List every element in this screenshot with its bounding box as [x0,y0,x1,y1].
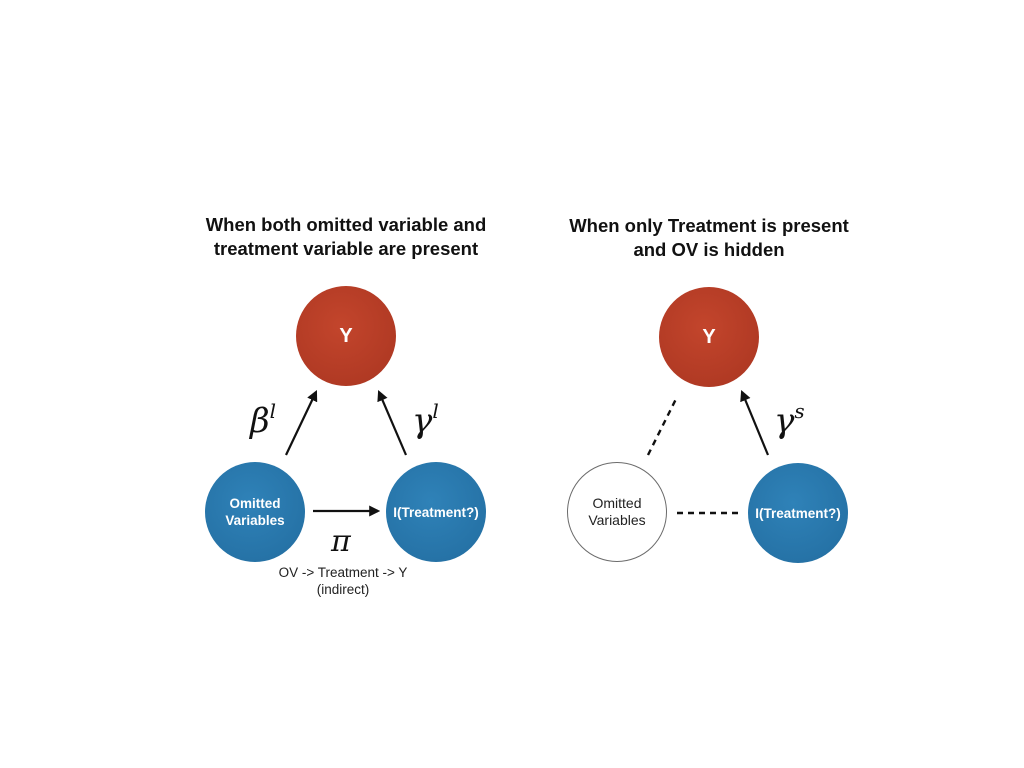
right-panel-title: When only Treatment is present and OV is… [569,215,849,260]
right-node-y: Y [659,287,759,387]
gamma-left-superscript: l [432,399,438,423]
left-node-y: Y [296,286,396,386]
beta-label: βl [248,399,276,441]
right-node-hidden-omitted-variables: Omitted Variables [567,462,667,562]
beta-superscript: l [270,399,276,423]
gamma-right-superscript: s [794,399,804,423]
edge-treatment-to-y-right-arrow [740,389,770,456]
pi-label: π [330,524,352,559]
right-node-treatment: I(Treatment?) [748,463,848,563]
left-node-treatment: I(Treatment?) [386,462,486,562]
beta-symbol: β [248,401,270,441]
left-node-omitted-variables: Omitted Variables [205,462,305,562]
gamma-left-symbol: γ [412,401,433,441]
indirect-path-note: OV -> Treatment -> Y (indirect) [278,565,408,597]
gamma-left-label: γl [412,399,439,441]
gamma-right-symbol: γ [774,401,795,441]
left-panel-title: When both omitted variable and treatment… [205,214,487,259]
edge-ov-to-y-arrow [285,390,318,456]
edge-hidden-ov-to-y-dashed [646,396,679,456]
edge-treatment-to-y-arrow [377,389,408,456]
gamma-right-label: γs [774,399,805,441]
